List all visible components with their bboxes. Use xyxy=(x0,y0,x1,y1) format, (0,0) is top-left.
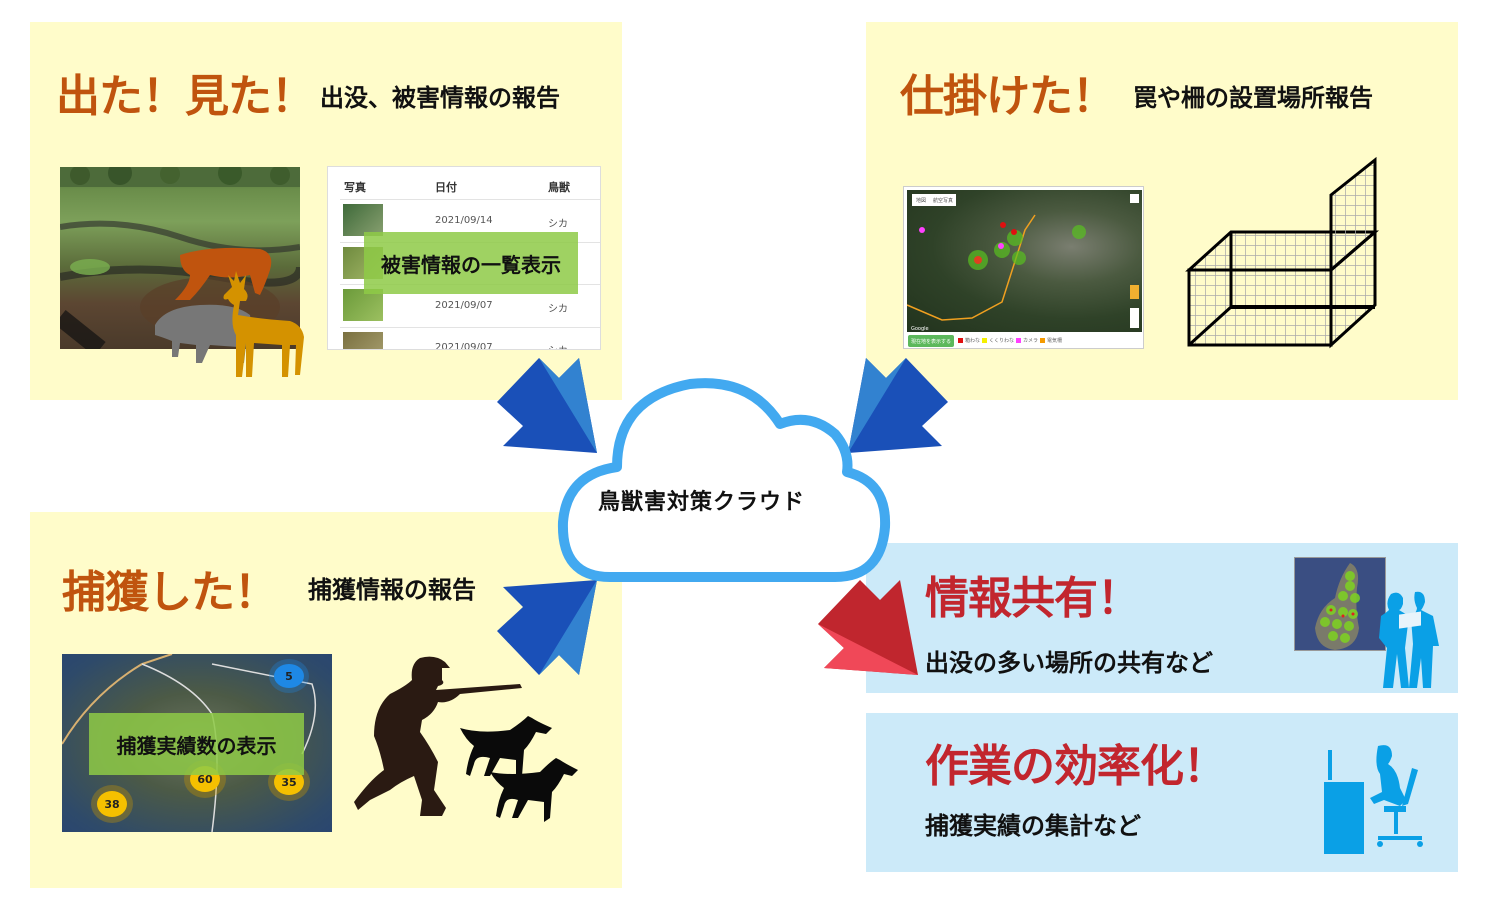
sharing-subtitle: 出没の多い場所の共有など xyxy=(925,649,1213,677)
row-thumbnail xyxy=(343,289,383,321)
header-divider xyxy=(340,199,600,200)
sighting-subtitle: 出没、被害情報の報告 xyxy=(320,84,560,112)
column-header-photo: 写真 xyxy=(344,181,366,194)
map-legend: 箱わな くくりわな カメラ 電気柵 xyxy=(958,337,1062,344)
sighting-headline: 出た！見た！ xyxy=(56,71,315,122)
svg-text:航空写真: 航空写真 xyxy=(933,197,953,204)
row-thumbnail xyxy=(343,204,383,236)
efficiency-subtitle: 捕獲実績の集計など xyxy=(925,812,1141,840)
office-worker-at-desk-icon xyxy=(1324,745,1423,854)
map-overlays: 地図 航空写真 Google xyxy=(907,194,1139,332)
heatmap-thumbnail xyxy=(1294,557,1386,651)
boar-icon xyxy=(155,304,252,363)
trap-subtitle: 罠や柵の設置場所報告 xyxy=(1133,84,1373,112)
cloud-service-label: 鳥獣害対策クラウド xyxy=(598,490,806,515)
arrow-cloud-to-outputs xyxy=(818,580,918,675)
capture-cluster-marker[interactable]: 5 xyxy=(274,664,304,688)
hunter-icon xyxy=(354,656,522,816)
row-animal: シカ xyxy=(548,219,568,230)
arrow-capture-to-cloud xyxy=(497,580,597,675)
capture-subtitle: 捕獲情報の報告 xyxy=(308,576,476,604)
two-workers-discussing-icon xyxy=(1379,591,1439,688)
map-type-toggle: 地図 xyxy=(916,197,926,204)
satellite-map: 地図 航空写真 Google xyxy=(907,190,1142,332)
row-date: 2021/09/07 xyxy=(435,300,493,311)
damage-list-overlay-label: 被害情報の一覧表示 xyxy=(364,232,578,294)
capture-headline: 捕獲した！ xyxy=(62,567,278,618)
efficiency-headline: 作業の効率化！ xyxy=(925,741,1227,792)
sharing-headline: 情報共有！ xyxy=(925,573,1141,624)
hunter-with-dogs-icon xyxy=(354,656,578,822)
row-animal: シカ xyxy=(548,304,568,315)
monkey-icon xyxy=(175,247,272,300)
row-date: 2021/09/14 xyxy=(435,215,493,226)
column-header-animal: 鳥獣 xyxy=(548,181,570,194)
row-animal: シカ xyxy=(548,342,568,349)
row-date: 2021/09/07 xyxy=(435,342,493,350)
column-header-date: 日付 xyxy=(435,181,457,194)
capture-results-overlay-label: 捕獲実績数の表示 xyxy=(89,713,304,775)
heatmap-island xyxy=(1315,563,1360,650)
cloud-icon xyxy=(557,378,891,582)
svg-text:Google: Google xyxy=(911,326,929,332)
deer-icon xyxy=(223,271,304,377)
animal-silhouettes xyxy=(155,247,304,377)
arrow-trap-to-cloud xyxy=(848,358,948,453)
dog-icon xyxy=(460,716,578,822)
row-thumbnail xyxy=(343,332,383,349)
trap-location-map-screenshot: 地図 航空写真 Google 現在地を表示する 箱わな くくりわな カメラ 電気… xyxy=(903,186,1144,349)
trap-headline: 仕掛けた！ xyxy=(900,71,1116,122)
capture-cluster-marker[interactable]: 38 xyxy=(97,791,127,817)
cage-trap-icon xyxy=(1185,156,1380,349)
show-current-location-button[interactable]: 現在地を表示する xyxy=(908,335,954,347)
row-divider xyxy=(340,327,600,328)
arrow-sighting-to-cloud xyxy=(497,358,597,453)
